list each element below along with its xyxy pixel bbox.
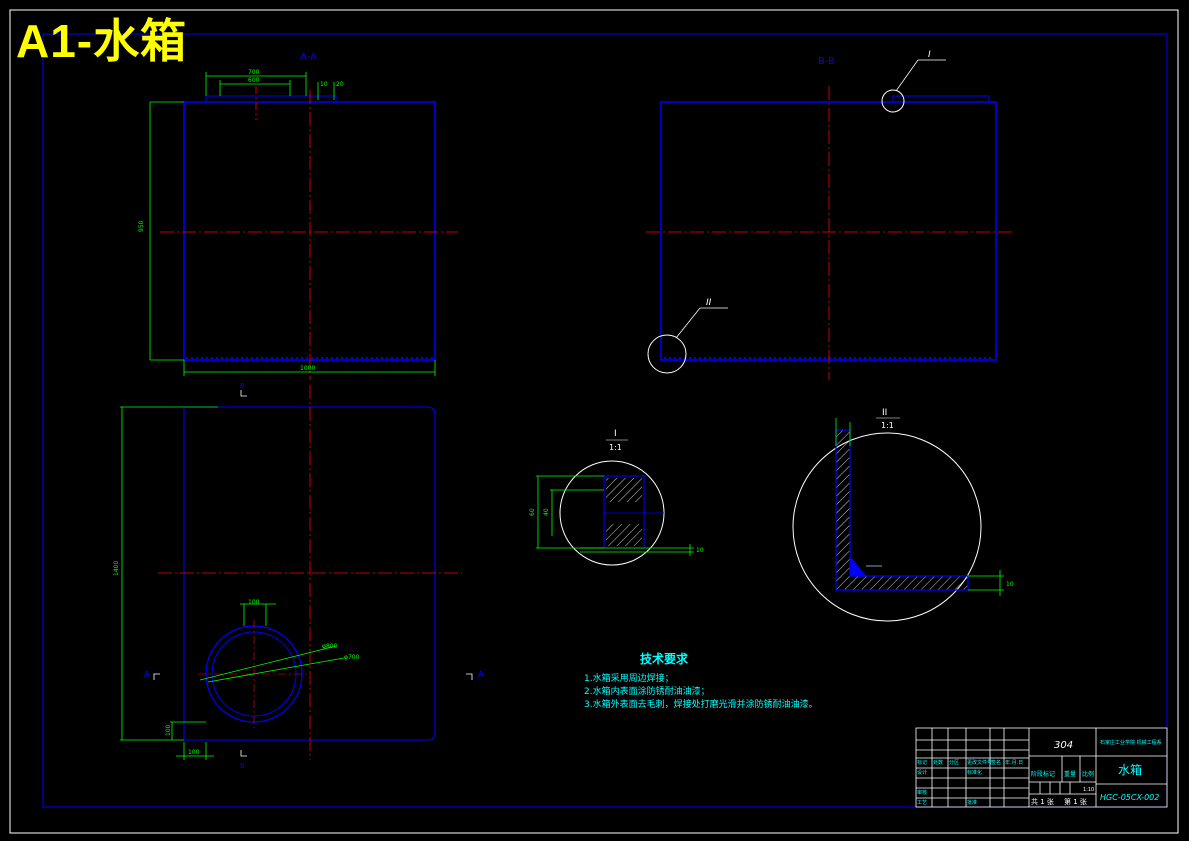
- cut-mark-b-top: B: [240, 382, 245, 390]
- tank-side-outline: [660, 101, 997, 361]
- tb-scale: 1:10: [1083, 787, 1094, 793]
- dim-plan-height: 1400: [113, 561, 120, 576]
- dim-detail-ii-t: 10: [1006, 581, 1014, 588]
- detail-ii-circle: [792, 432, 982, 622]
- tb-school: 石家庄工业学院 机械工程系: [1100, 739, 1162, 746]
- detail-i-hatch-top: [606, 478, 642, 502]
- tb-count: 处数: [933, 759, 943, 766]
- dim-dia-outer: φ800: [322, 643, 338, 650]
- dim-offset-bottom: 100: [165, 724, 172, 736]
- detail-i-label: I: [614, 429, 617, 439]
- dim-pipe-width: 100: [248, 599, 260, 606]
- detail-ii-ref: II: [706, 298, 712, 308]
- tank-front-outline: [183, 101, 436, 361]
- tb-approve: 批准: [967, 799, 977, 806]
- tb-weight: 重量: [1064, 770, 1076, 778]
- tb-sheets-total: 共 1 张: [1031, 797, 1054, 806]
- tb-process: 工艺: [917, 800, 927, 806]
- detail-ii-weld: [850, 556, 866, 576]
- inner-frame: [42, 33, 1168, 808]
- section-bb-label: B-B: [818, 56, 835, 67]
- cut-mark-a-right: A: [478, 670, 485, 680]
- tb-sign: 签名: [991, 759, 1001, 766]
- tb-drawing-no: HGC-05CX-002: [1100, 793, 1159, 802]
- dim-top-small-1: 10: [320, 81, 328, 88]
- side-inlet: [892, 95, 990, 103]
- dim-width-top-outer: 700: [248, 69, 260, 76]
- tech-req-heading: 技术要求: [639, 652, 688, 666]
- tb-review: 审核: [917, 789, 927, 796]
- detail-i-hatch-bottom: [606, 524, 642, 546]
- tb-date: 年.月.日: [1005, 759, 1023, 766]
- dim-dia-inner: φ700: [344, 654, 360, 661]
- tech-req-item-2: 2.水箱内表面涂防锈耐油油漆；: [584, 687, 710, 697]
- title-block: [915, 727, 1168, 808]
- detail-i-ref: I: [928, 50, 931, 60]
- outer-border: [9, 9, 1179, 834]
- view-aa: A-A 700 600 10 20 950 1: [138, 52, 458, 380]
- title-block-text: 标记 处数 分区 更改文件号 签名 年.月.日 设计 标准化 审核 工艺 批准 …: [917, 759, 1094, 806]
- detail-ii: II 1:1 10: [792, 408, 1014, 622]
- tb-change-doc: 更改文件号: [967, 759, 992, 766]
- dim-detail-i-h1: 60: [529, 508, 536, 516]
- tb-mark: 标记: [917, 759, 927, 766]
- detail-ii-scale: 1:1: [881, 421, 894, 430]
- detail-ii-callout-circle: [647, 334, 687, 374]
- detail-i-callout-circle: [881, 89, 905, 113]
- dim-top-small-2: 20: [336, 81, 344, 88]
- detail-i-leader: [895, 59, 919, 92]
- detail-i: I 1:1 60 40 10: [529, 429, 704, 566]
- cut-mark-b-bottom: B: [240, 762, 245, 770]
- dim-width-top-inner: 600: [248, 77, 260, 84]
- view-plan: 1400 100 φ800 φ700 100 100 B B A A: [113, 382, 485, 770]
- sheet-title: A1-水箱: [16, 15, 188, 67]
- tb-stage-mark: 阶段标记: [1031, 770, 1055, 778]
- detail-ii-leader: [675, 307, 701, 339]
- tb-sheet-index: 第 1 张: [1064, 797, 1087, 806]
- dim-detail-i-t: 10: [696, 547, 704, 554]
- tb-standard: 标准化: [967, 769, 982, 776]
- cut-mark-a-left: A: [144, 670, 151, 680]
- dim-height-front: 950: [138, 220, 145, 232]
- inlet-pipe: [205, 95, 337, 103]
- detail-ii-label: II: [882, 408, 887, 418]
- dim-detail-i-h2: 40: [543, 508, 550, 516]
- detail-i-scale: 1:1: [609, 443, 622, 452]
- tb-design: 设计: [917, 769, 927, 776]
- technical-requirements: 技术要求 1.水箱采用周边焊接； 2.水箱内表面涂防锈耐油油漆； 3.水箱外表面…: [584, 650, 834, 712]
- view-bb: B-B I II: [646, 50, 1012, 380]
- section-aa-label: A-A: [300, 52, 317, 63]
- tb-zone: 分区: [949, 759, 959, 766]
- tb-material: 304: [1054, 740, 1073, 751]
- tech-req-item-3: 3.水箱外表面去毛刺，焊接处打磨光滑并涂防锈耐油油漆。: [584, 700, 818, 710]
- tb-part-name: 水箱: [1118, 762, 1142, 777]
- dim-offset-left: 100: [188, 749, 200, 756]
- tech-req-item-1: 1.水箱采用周边焊接；: [584, 674, 674, 684]
- plan-outline: [183, 406, 436, 741]
- dim-width-front: 1000: [300, 365, 315, 372]
- tb-ratio: 比例: [1082, 770, 1094, 778]
